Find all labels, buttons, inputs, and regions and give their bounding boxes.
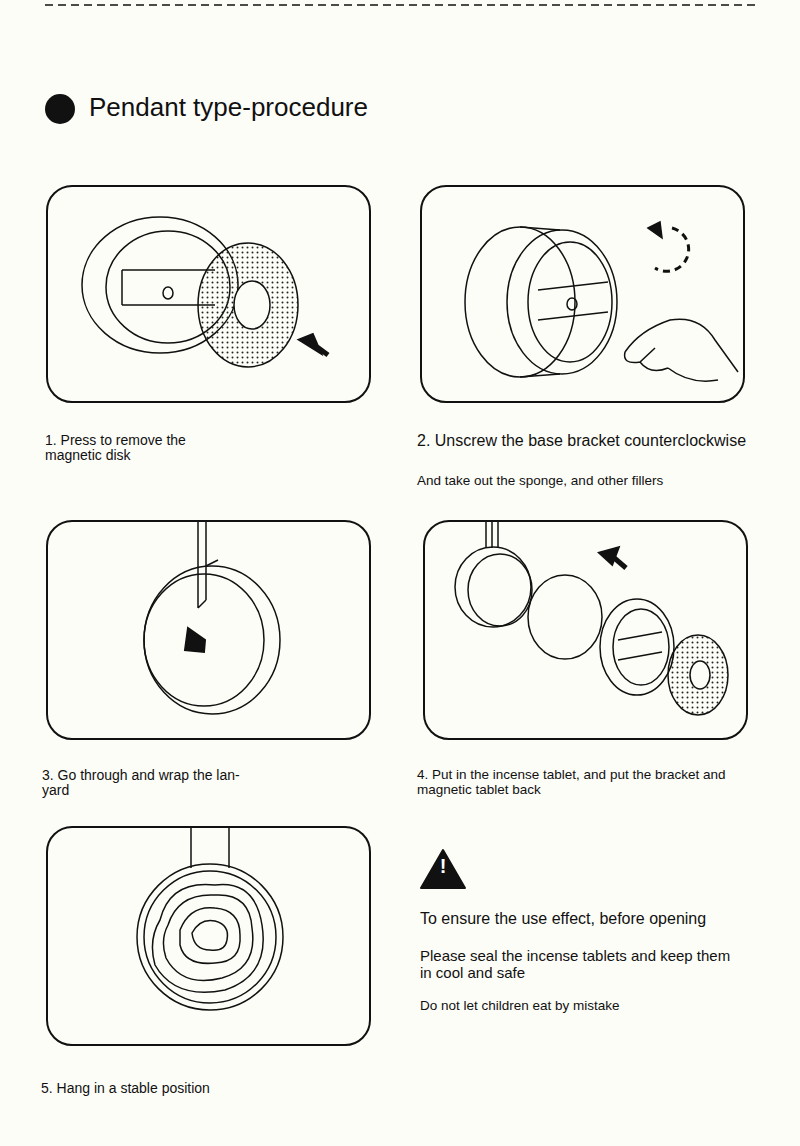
step-panel: 2. Unscrew the base bracket counterclock… bbox=[420, 185, 745, 489]
step-caption: 5. Hang in a stable position bbox=[41, 1081, 341, 1096]
step5-drawing bbox=[137, 828, 283, 1010]
step-caption: 4. Put in the incense tablet, and put th… bbox=[417, 768, 752, 798]
step-note: And take out the sponge, and other fille… bbox=[417, 474, 747, 489]
panel-frame bbox=[420, 185, 745, 403]
step1-drawing bbox=[82, 217, 328, 367]
panel-frame bbox=[423, 520, 748, 740]
page-title: Pendant type-procedure bbox=[89, 93, 368, 122]
step-panel: 5. Hang in a stable position bbox=[46, 826, 371, 1097]
panel-frame bbox=[46, 826, 371, 1046]
dashed-rule bbox=[45, 4, 755, 6]
panel-frame bbox=[46, 185, 371, 403]
step-panel: 1. Press to remove the magnetic disk bbox=[46, 185, 371, 464]
step4-drawing bbox=[455, 522, 728, 715]
warning-text: Please seal the incense tablets and keep… bbox=[420, 948, 740, 981]
warning-mark: ! bbox=[436, 855, 450, 877]
step2-drawing bbox=[465, 222, 738, 381]
warning-triangle bbox=[421, 850, 465, 888]
warning-text: To ensure the use effect, before opening bbox=[420, 910, 760, 928]
step-caption: 1. Press to remove the magnetic disk bbox=[45, 433, 245, 464]
panel-frame bbox=[46, 520, 371, 740]
step-caption: 2. Unscrew the base bracket counterclock… bbox=[417, 432, 747, 450]
step-caption: 3. Go through and wrap the lan- yard bbox=[42, 768, 267, 799]
warning-text: Do not let children eat by mistake bbox=[420, 999, 760, 1014]
step-panel: 3. Go through and wrap the lan- yard bbox=[46, 520, 371, 799]
step3-drawing bbox=[144, 522, 280, 714]
step-panel: 4. Put in the incense tablet, and put th… bbox=[423, 520, 748, 798]
title-bullet bbox=[45, 94, 75, 124]
